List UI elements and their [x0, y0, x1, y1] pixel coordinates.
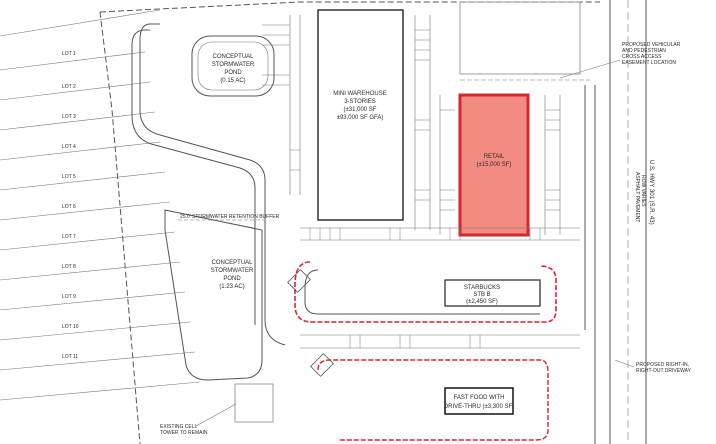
fast-food-label: FAST FOOD WITH [454, 395, 505, 401]
pond-small: CONCEPTUAL STORMWATER POND (0.15 AC) [191, 35, 275, 97]
cross-access-note: PROPOSED VEHICULAR [622, 42, 681, 48]
starbucks-label: STARBUCKS [464, 285, 500, 291]
lot-label: LOT 9 [62, 294, 76, 300]
retail-footprint [458, 93, 530, 237]
starbucks-label: (±2,450 SF) [466, 299, 498, 305]
mini-warehouse-label: (±31,000 SF [344, 107, 377, 113]
right-in-note: RIGHT-OUT DRIVEWAY [636, 368, 692, 374]
fast-food-building: FAST FOOD WITH DRIVE-THRU (±3,300 SF) [317, 359, 549, 441]
pond-small-label: (0.15 AC) [220, 78, 245, 84]
residential-lots: LOT 1 LOT 2 LOT 3 LOT 4 LOT 5 LOT 6 LOT … [0, 9, 201, 401]
retail-building: RETAIL (±15,000 SF) [458, 93, 530, 237]
mini-warehouse-label: ±93,000 SF GFA) [337, 115, 384, 121]
lot-label: LOT 2 [62, 84, 76, 90]
starbucks-label: STB B [473, 292, 490, 298]
pond-small-label: CONCEPTUAL [212, 54, 254, 60]
highway-label: ROW VARIES [640, 175, 646, 207]
highway-label: ASPHALT PAVEMENT [634, 172, 640, 222]
parking-retail [439, 95, 561, 235]
lot-label: LOT 5 [62, 174, 76, 180]
fast-food-label: DRIVE-THRU (±3,300 SF) [444, 404, 514, 410]
buffer-label: 25.0' STORMWATER RETENTION BUFFER [180, 214, 280, 220]
parking-warehouse-west [262, 15, 301, 195]
mini-warehouse-building: MINI WAREHOUSE 3-STORIES (±31,000 SF ±93… [317, 9, 404, 221]
pond-large: CONCEPTUAL STORMWATER POND (1.23 AC) [164, 209, 263, 381]
lot-label: LOT 1 [62, 51, 76, 57]
walking-trail [131, 23, 286, 346]
pond-small-label: STORMWATER [212, 62, 255, 68]
highway-corridor [609, 0, 647, 444]
lot-label: LOT 11 [62, 354, 78, 360]
lot-label: LOT 6 [62, 204, 76, 210]
retail-label: RETAIL [484, 154, 505, 160]
pond-large-label: POND [223, 276, 241, 282]
starbucks-building: STARBUCKS STB B (±2,450 SF) [294, 261, 557, 323]
pond-large-label: STORMWATER [211, 268, 254, 274]
lot-label: LOT 3 [62, 114, 76, 120]
cell-tower-note: EXISTING CELL [160, 424, 197, 430]
existing-building [459, 1, 590, 81]
pond-large-label: CONCEPTUAL [211, 260, 253, 266]
pond-large-label: (1.23 AC) [219, 284, 244, 290]
parking-row-central [300, 227, 580, 241]
pond-small-label: POND [224, 70, 242, 76]
mini-warehouse-label: 3-STORIES [344, 99, 376, 105]
cross-access-note: EASEMENT LOCATION [622, 60, 676, 66]
retail-label: (±15,000 SF) [477, 162, 512, 168]
lot-label: LOT 10 [62, 324, 79, 330]
cell-tower-note: TOWER TO REMAIN [160, 430, 208, 436]
parking-row-south [300, 334, 580, 349]
highway-label: U.S. HWY 301 (S.R. 43) [648, 160, 654, 225]
right-in-note: PROPOSED RIGHT-IN, [636, 362, 689, 368]
lot-label: LOT 8 [62, 264, 76, 270]
cross-access-note: AND PEDESTRIAN [622, 48, 666, 54]
lot-label: LOT 7 [62, 234, 76, 240]
cross-access-note: CROSS ACCESS [622, 54, 662, 60]
cell-tower [234, 269, 334, 423]
lot-label: LOT 4 [62, 144, 76, 150]
parking-warehouse-east [414, 15, 431, 230]
mini-warehouse-label: MINI WAREHOUSE [333, 91, 386, 97]
